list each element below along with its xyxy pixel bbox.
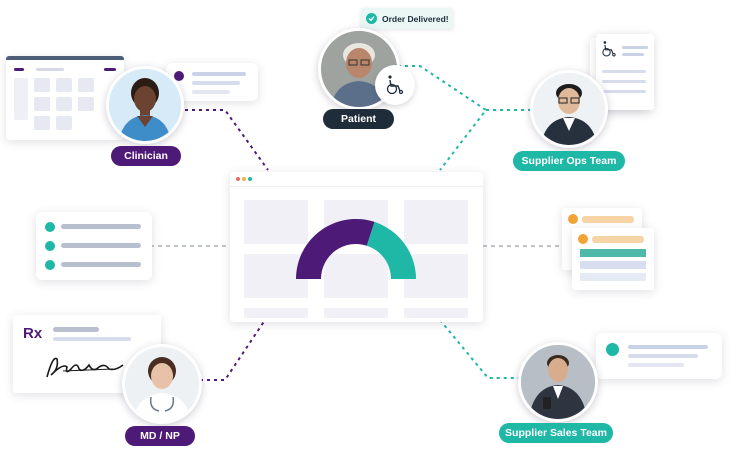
- status-dot: [606, 343, 619, 356]
- clinician-message-card: [166, 63, 258, 101]
- connector-supplier-sales: [439, 319, 520, 379]
- md-np-label: MD / NP: [125, 426, 195, 446]
- connector-clinician: [185, 109, 269, 171]
- status-dot: [174, 71, 184, 81]
- checklist-card: [36, 212, 152, 280]
- md-np-avatar: [122, 344, 202, 424]
- alert-card: [572, 228, 654, 290]
- gauge-chart: [296, 219, 416, 279]
- supplier-sales-avatar: [518, 342, 598, 422]
- connector-md-np: [200, 319, 266, 381]
- signature-icon: [46, 357, 124, 378]
- calendar-card: [6, 56, 124, 140]
- warning-icon: [578, 234, 588, 244]
- window-dot-red: [236, 177, 240, 181]
- patient-label: Patient: [323, 109, 394, 129]
- check-icon: [45, 241, 55, 251]
- wheelchair-icon: [386, 75, 404, 95]
- rx-label: Rx: [23, 325, 43, 342]
- supplier-sales-label: Supplier Sales Team: [499, 423, 613, 443]
- gauge-segment-purple: [296, 219, 375, 279]
- order-delivered-toast: Order Delivered!: [361, 8, 453, 29]
- check-icon: [45, 222, 55, 232]
- supplier-ops-avatar: [530, 70, 608, 148]
- warning-icon: [568, 214, 578, 224]
- window-dot-yellow: [242, 177, 246, 181]
- gauge-segment-teal: [366, 221, 416, 279]
- wheelchair-badge: [375, 65, 415, 105]
- clinician-label: Clinician: [111, 146, 181, 166]
- wheelchair-icon: [602, 41, 616, 57]
- supplier-ops-label: Supplier Ops Team: [513, 151, 625, 171]
- supplier-sales-message-card: [596, 333, 722, 379]
- toast-text: Order Delivered!: [382, 13, 449, 24]
- dashboard-window: [230, 172, 483, 322]
- check-icon: [45, 260, 55, 270]
- check-circle-icon: [366, 13, 377, 24]
- window-dot-green: [248, 177, 252, 181]
- clinician-avatar: [106, 66, 184, 144]
